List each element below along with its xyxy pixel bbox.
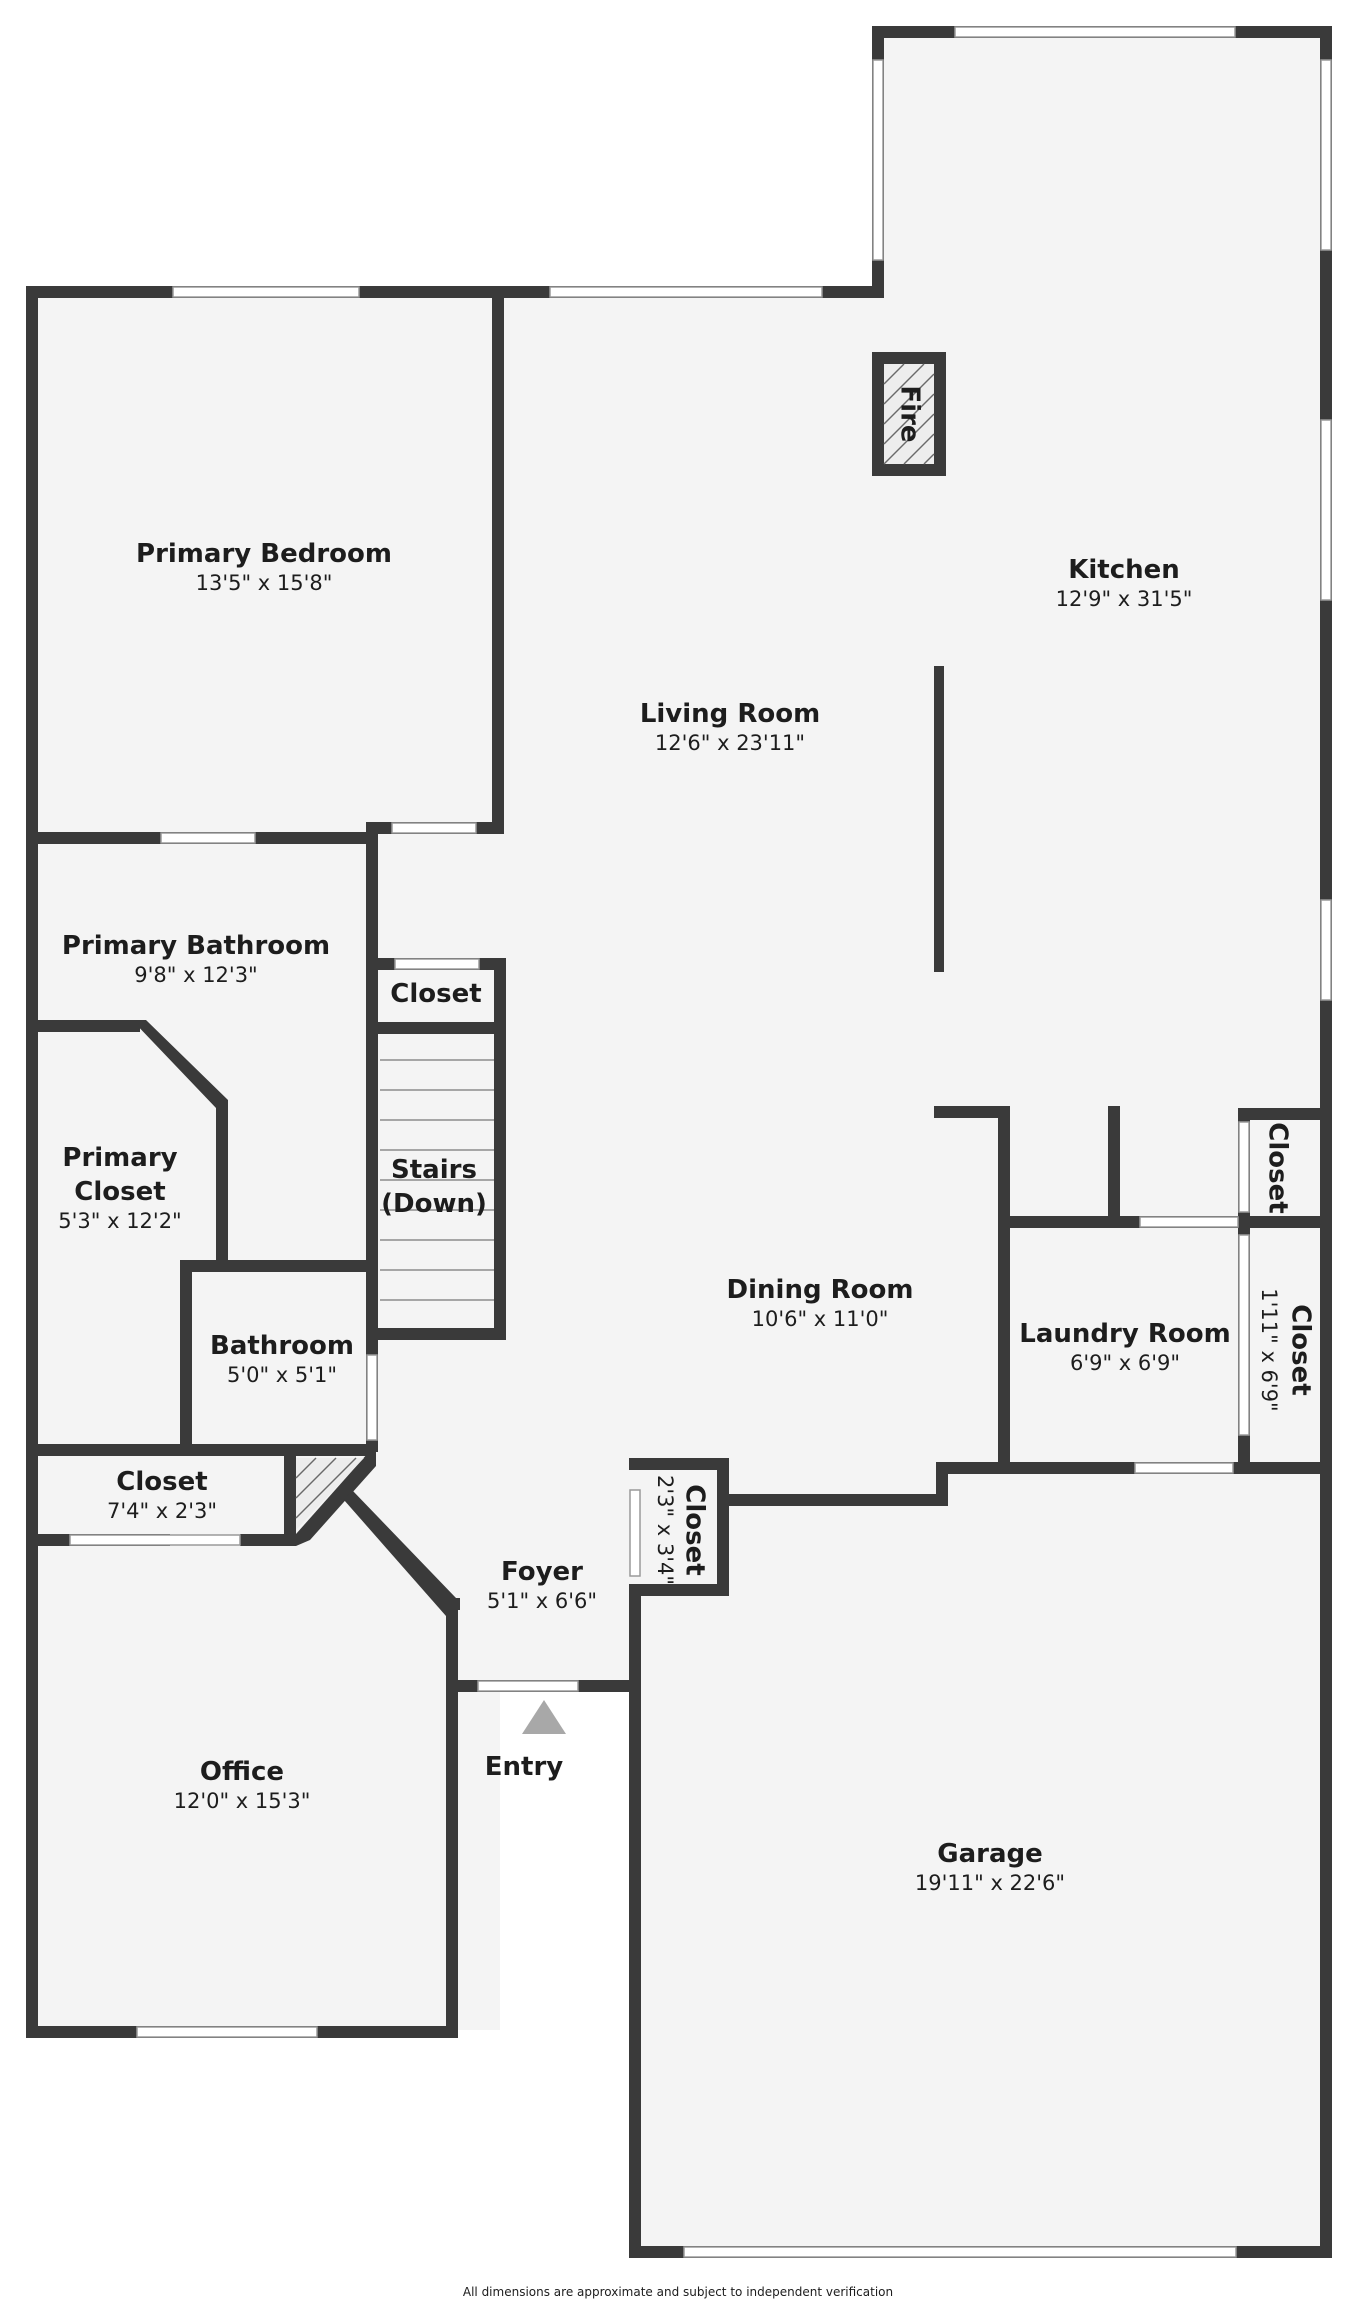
foyer-name: Foyer xyxy=(501,1557,583,1587)
stairs-name-line1: Stairs xyxy=(391,1155,477,1185)
garage-dims: 19'11" x 22'6" xyxy=(915,1871,1065,1895)
primary-closet-name-line1: Primary xyxy=(62,1143,177,1173)
room-labels: Primary Bedroom 13'5" x 15'8" Living Roo… xyxy=(58,385,1315,1895)
primary-closet-dims: 5'3" x 12'2" xyxy=(58,1209,181,1233)
bathroom-name: Bathroom xyxy=(210,1331,354,1361)
kitchen-dims: 12'9" x 31'5" xyxy=(1056,587,1193,611)
living-room-name: Living Room xyxy=(640,699,820,729)
office-dims: 12'0" x 15'3" xyxy=(174,1789,311,1813)
primary-bathroom-dims: 9'8" x 12'3" xyxy=(134,963,257,987)
floor-areas xyxy=(30,30,1325,2250)
fireplace-label: Fire xyxy=(895,385,925,442)
foyer-dims: 5'1" x 6'6" xyxy=(487,1589,597,1613)
stairs-name-line2: (Down) xyxy=(381,1189,487,1219)
entry-marker xyxy=(522,1700,566,1734)
windows xyxy=(69,26,1332,2258)
laundry-room-name: Laundry Room xyxy=(1019,1319,1230,1349)
closet-laundry-name: Closet xyxy=(1286,1304,1316,1395)
living-room-dims: 12'6" x 23'11" xyxy=(655,731,805,755)
kitchen-name: Kitchen xyxy=(1068,555,1180,585)
stairs-treads xyxy=(380,1059,496,1301)
primary-bedroom-dims: 13'5" x 15'8" xyxy=(196,571,333,595)
closet-hall-dims: 7'4" x 2'3" xyxy=(107,1499,217,1523)
primary-bedroom-name: Primary Bedroom xyxy=(136,539,392,569)
closet-foyer-name: Closet xyxy=(680,1484,710,1575)
primary-bathroom-name: Primary Bathroom xyxy=(62,931,330,961)
dining-room-name: Dining Room xyxy=(727,1275,914,1305)
laundry-room-dims: 6'9" x 6'9" xyxy=(1070,1351,1180,1375)
closet-foyer-dims: 2'3" x 3'4" xyxy=(653,1475,677,1585)
garage-name: Garage xyxy=(937,1839,1043,1869)
closet-kitchen-name: Closet xyxy=(1263,1122,1293,1213)
closet-laundry-dims: 1'11" x 6'9" xyxy=(1257,1288,1281,1411)
closet-upper-name: Closet xyxy=(390,979,481,1009)
diagonal-walls xyxy=(132,1020,456,1616)
footer-note: All dimensions are approximate and subje… xyxy=(463,2285,893,2299)
entry-label: Entry xyxy=(485,1752,564,1782)
primary-closet-name-line2: Closet xyxy=(74,1177,165,1207)
fireplace xyxy=(872,352,946,476)
bathroom-dims: 5'0" x 5'1" xyxy=(227,1363,337,1387)
office-name: Office xyxy=(200,1757,284,1787)
entry-arrow-icon xyxy=(522,1700,566,1734)
dining-room-dims: 10'6" x 11'0" xyxy=(752,1307,889,1331)
closet-hall-name: Closet xyxy=(116,1467,207,1497)
chase-hatch xyxy=(295,1457,364,1530)
